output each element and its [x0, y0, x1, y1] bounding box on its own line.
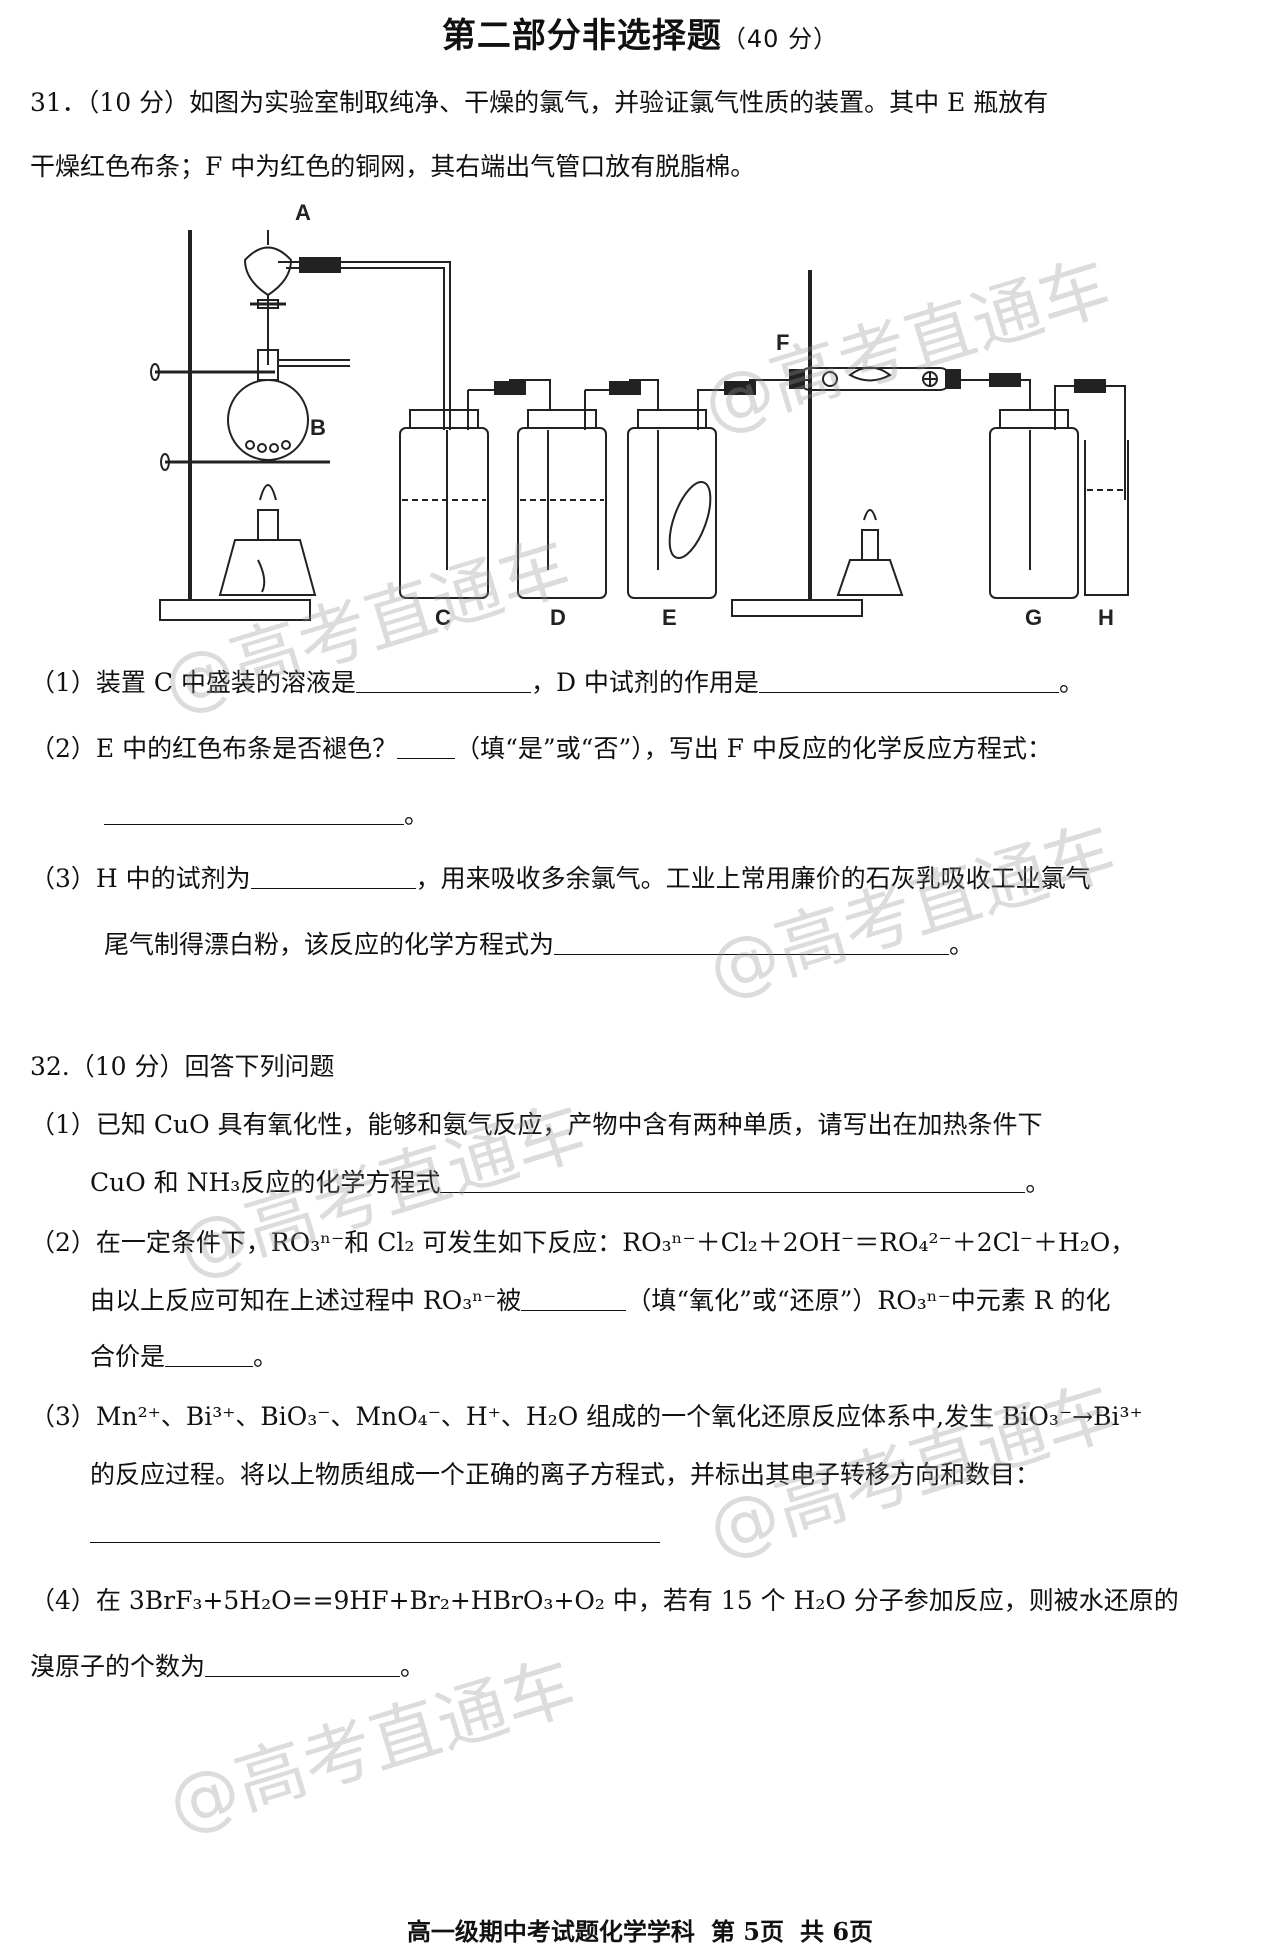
q32-part2-blank-2 — [165, 1340, 254, 1367]
q32-part2-text-c: （填“氧化”或“还原”）RO₃ⁿ⁻中元素 R 的化 — [626, 1286, 1111, 1315]
q32-part4-blank — [205, 1650, 401, 1677]
footer-title: 高一级期中考试题化学学科 — [406, 1917, 695, 1946]
q31-part3-text-a: （3）H 中的试剂为 — [30, 864, 251, 893]
q31-header: 31．（10 分）如图为实验室制取纯净、干燥的氯气，并验证氯气性质的装置。其中 … — [30, 88, 1049, 117]
stand-base-1 — [159, 599, 311, 621]
q32-part3-line2: 的反应过程。将以上物质组成一个正确的离子方程式，并标出其电子转移方向和数目： — [90, 1460, 1041, 1489]
q32-header: 32.（10 分）回答下列问题 — [30, 1052, 335, 1081]
q31-part1: （1）装置 C 中盛装的溶液是 ，D 中试剂的作用是 。 — [30, 666, 1084, 700]
q32-part1-line2: CuO 和 NH₃反应的化学方程式 。 — [90, 1166, 1050, 1200]
q32-part3-blank — [90, 1516, 660, 1543]
page-footer: 高一级期中考试题化学学科第 5页共 6页 — [0, 1912, 1280, 1947]
q31-part1-text-c: 。 — [1058, 668, 1084, 697]
q31-part3-line2: 尾气制得漂白粉，该反应的化学方程式为 。 — [104, 928, 974, 962]
label-e: E — [662, 605, 677, 630]
q32-part2-line2: 由以上反应可知在上述过程中 RO₃ⁿ⁻被 （填“氧化”或“还原”）RO₃ⁿ⁻中元素… — [90, 1284, 1111, 1318]
q32-part1-text-b: CuO 和 NH₃反应的化学方程式 — [90, 1168, 441, 1197]
q31-part3-text-c: 尾气制得漂白粉，该反应的化学方程式为 — [104, 930, 555, 959]
q31-part2-text-a: （2）E 中的红色布条是否褪色？ — [30, 734, 398, 763]
q32-part2: （2）在一定条件下，RO₃ⁿ⁻和 Cl₂ 可发生如下反应：RO₃ⁿ⁻＋Cl₂＋2… — [30, 1228, 1136, 1257]
wash-bottle-c — [399, 379, 551, 599]
q32-part2-line3: 合价是 。 — [90, 1340, 278, 1374]
label-d: D — [550, 605, 566, 630]
footer-total-pages: 共 6页 — [800, 1917, 874, 1946]
q31-part1-blank-d — [758, 666, 1059, 693]
label-h: H — [1098, 605, 1114, 630]
q32-part4: （4）在 3BrF₃+5H₂O==9HF+Br₂+HBrO₃+O₂ 中，若有 1… — [30, 1586, 1179, 1615]
q31-part2-blank-e — [397, 732, 456, 759]
q31-part3-blank-h — [250, 862, 416, 889]
alcohol-lamp-1 — [218, 484, 317, 596]
q32-part2-text-d: 合价是 — [90, 1342, 166, 1371]
q32-part4-line2: 溴原子的个数为 。 — [30, 1650, 425, 1684]
apparatus-diagram: A B C D E F G H — [150, 200, 1129, 630]
q31-part3: （3）H 中的试剂为 ，用来吸收多余氯气。工业上常用廉价的石灰乳吸收工业氯气 — [30, 862, 1091, 896]
q31-part1-blank-c — [355, 666, 531, 693]
watermark-3: @高考直通车 — [698, 810, 1125, 1012]
q31-part1-text-b: ，D 中试剂的作用是 — [530, 668, 759, 697]
wash-bottle-d — [517, 379, 659, 599]
separatory-funnel-a — [243, 230, 293, 365]
q32-part1-text-c: 。 — [1025, 1168, 1051, 1197]
section-title: 第二部分非选择题（40 分） — [0, 8, 1280, 57]
q32-part1-blank — [440, 1166, 1026, 1193]
q31-part2-text-c: 。 — [404, 800, 430, 829]
bottle-g — [989, 379, 1120, 599]
q31-part2-text-b: （填“是”或“否”），写出 F 中反应的化学反应方程式： — [455, 734, 1052, 763]
q32-part3: （3）Mn²⁺、Bi³⁺、BiO₃⁻、MnO₄⁻、H⁺、H₂O 组成的一个氧化还… — [30, 1402, 1143, 1431]
section-score: （40 分） — [721, 25, 839, 53]
q32-part2-blank-1 — [521, 1284, 627, 1311]
q32-part1: （1）已知 CuO 具有氧化性，能够和氨气反应，产物中含有两种单质，请写出在加热… — [30, 1110, 1043, 1139]
q32-part4-text-b: 溴原子的个数为 — [30, 1652, 206, 1681]
label-g: G — [1025, 605, 1042, 630]
label-c: C — [435, 605, 451, 630]
q32-part3-answer — [90, 1516, 660, 1550]
label-f: F — [776, 330, 789, 355]
footer-page-number: 第 5页 — [710, 1917, 784, 1946]
q31-part2-blank-f — [104, 798, 404, 825]
q31-part1-text-a: （1）装置 C 中盛装的溶液是 — [30, 668, 356, 697]
q31-header-2: 干燥红色布条；F 中为红色的铜网，其右端出气管口放有脱脂棉。 — [30, 152, 756, 181]
q32-part2-text-e: 。 — [253, 1342, 279, 1371]
q31-part3-text-b: ，用来吸收多余氯气。工业上常用廉价的石灰乳吸收工业氯气 — [415, 864, 1091, 893]
hard-glass-tube-f — [731, 270, 1021, 617]
label-b: B — [310, 415, 326, 440]
round-flask-b — [227, 349, 350, 461]
q31-part3-blank-eq — [554, 928, 950, 955]
beaker-h — [1084, 385, 1129, 596]
q32-part2-text-b: 由以上反应可知在上述过程中 RO₃ⁿ⁻被 — [90, 1286, 522, 1315]
q31-part2: （2）E 中的红色布条是否褪色？ （填“是”或“否”），写出 F 中反应的化学反应… — [30, 732, 1052, 766]
q32-part4-text-c: 。 — [400, 1652, 426, 1681]
q31-part3-text-d: 。 — [949, 930, 975, 959]
label-a: A — [295, 200, 311, 225]
section-title-text: 第二部分非选择题 — [441, 16, 722, 56]
bottle-e-red-cloth — [627, 379, 810, 599]
q31-part2-answer: 。 — [104, 798, 429, 832]
